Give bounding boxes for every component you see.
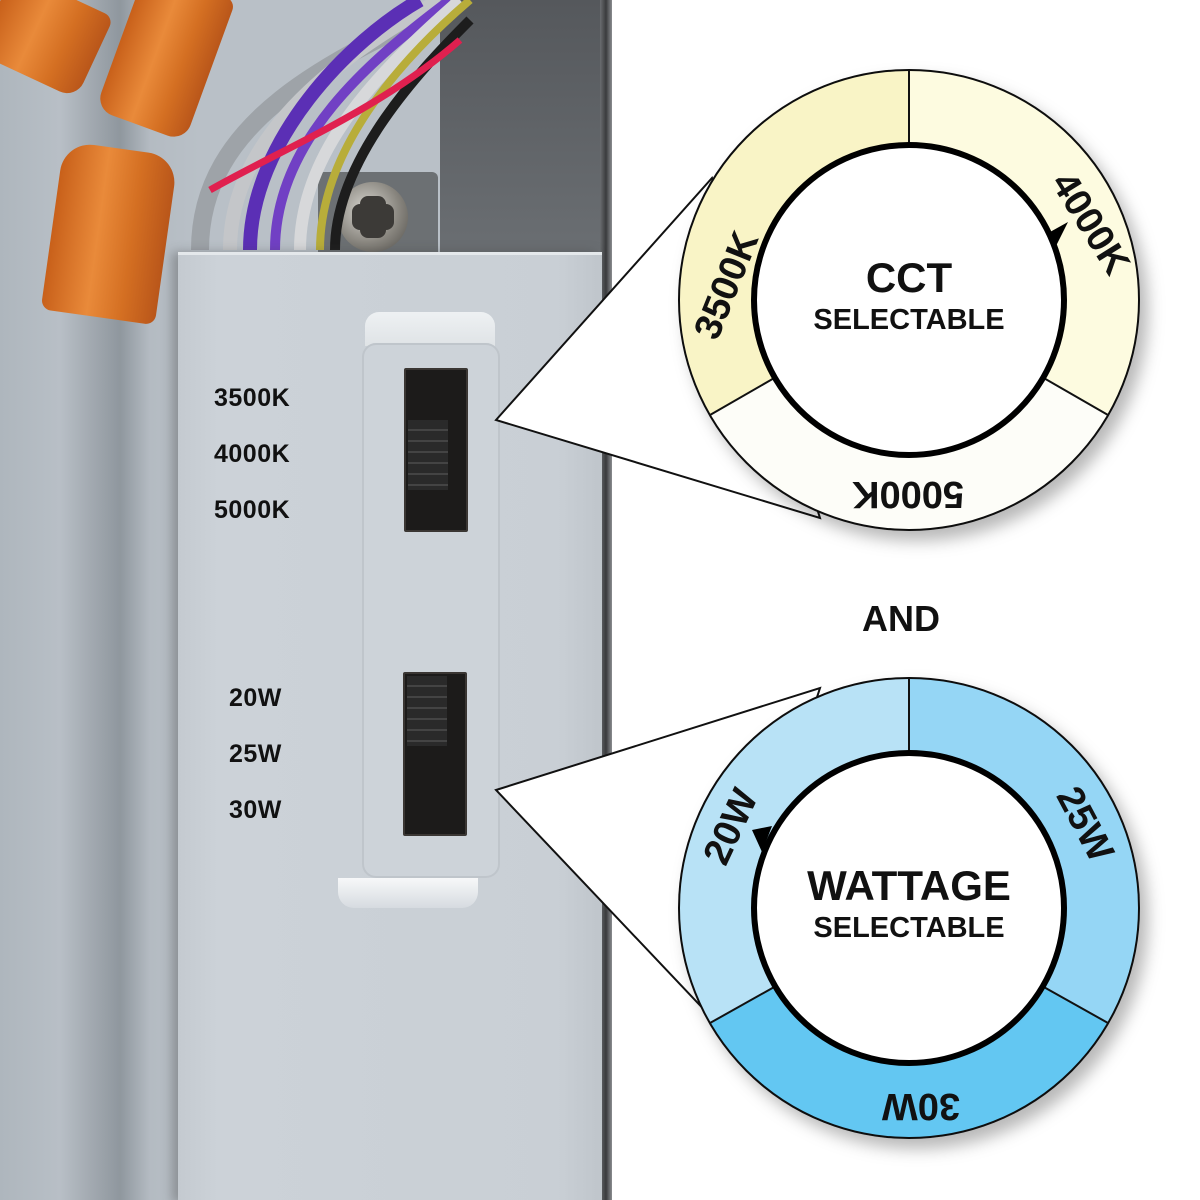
cct-label-3500k: 3500K (214, 384, 291, 412)
cct-dial-title: CCT (865, 254, 953, 301)
housing-highlight (338, 878, 478, 908)
housing-highlight (365, 312, 495, 346)
cct-label-5000k: 5000K (214, 496, 291, 524)
watt-label-25w: 25W (229, 740, 282, 768)
wattage-dial-title: WATTAGE (807, 862, 1011, 909)
watt-label-30w: 30W (229, 796, 282, 824)
wattage-pointer-icon (752, 826, 772, 852)
wattage-switch-labels: 20W 25W 30W (229, 670, 282, 838)
cct-dial-subtitle: SELECTABLE (813, 304, 1005, 336)
cct-switch-knob[interactable] (408, 420, 448, 490)
cct-label-4000k: 4000K (214, 440, 291, 468)
wattage-dial-subtitle: SELECTABLE (813, 912, 1005, 944)
cct-pointer-icon (1050, 222, 1068, 246)
watt-label-20w: 20W (229, 684, 282, 712)
wires (191, 0, 474, 251)
cct-dial-label-5000k: 5000K (851, 473, 964, 515)
product-photo: 3500K 4000K 5000K 20W 25W 30W (0, 0, 612, 1200)
cct-dial-center: CCT SELECTABLE (779, 254, 1039, 338)
watt-dial-label-30w: 30W (882, 1085, 960, 1127)
housing-gap (440, 0, 612, 260)
wattage-dial-center: WATTAGE SELECTABLE (769, 862, 1049, 946)
connector-and: AND (862, 598, 940, 639)
wattage-slide-switch[interactable] (403, 672, 467, 836)
cct-slide-switch[interactable] (404, 368, 468, 532)
cct-switch-labels: 3500K 4000K 5000K (214, 370, 290, 538)
wattage-switch-knob[interactable] (407, 676, 447, 746)
